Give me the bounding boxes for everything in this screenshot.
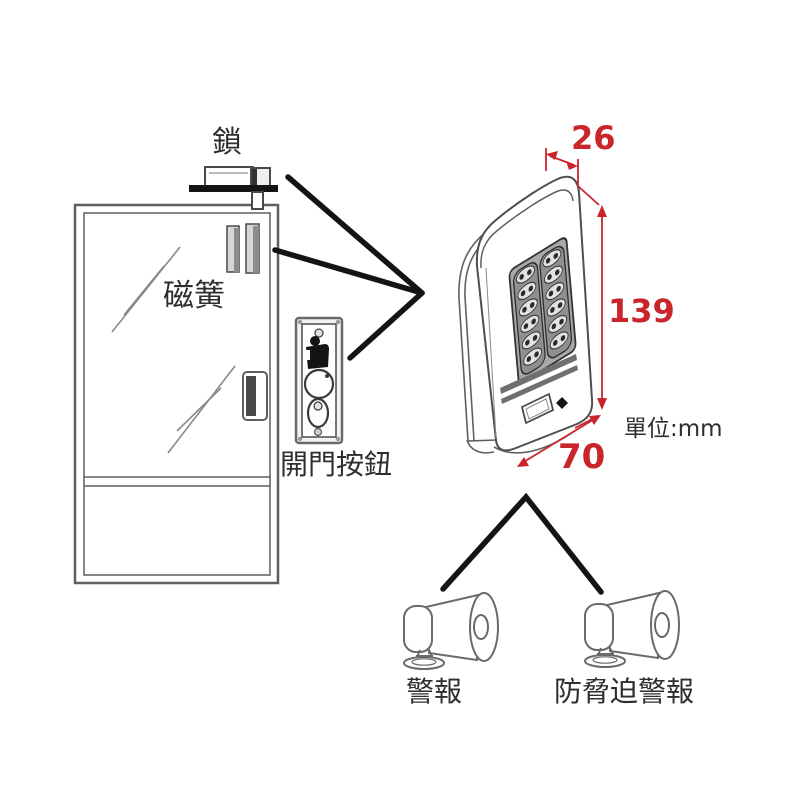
dimension-70-value: 70 xyxy=(558,437,606,477)
keypad-left-edge-line xyxy=(485,267,497,439)
keypad-device xyxy=(458,175,594,454)
exit-bottom-screw xyxy=(313,427,323,437)
lock-label: 鎖 xyxy=(212,125,242,160)
keypad-key-dots xyxy=(519,252,566,362)
lock-device xyxy=(189,166,278,210)
alarm-label: 警報 xyxy=(406,675,463,708)
exit-panel-screw-br xyxy=(335,436,341,442)
keypad-slot-inner xyxy=(525,398,550,420)
lock-strike-shade xyxy=(252,169,257,185)
connector-to-exit-button xyxy=(347,290,425,361)
door-inner-frame xyxy=(83,212,271,576)
exit-panel-screw-tr xyxy=(335,319,341,325)
duress-alarm-speaker xyxy=(584,590,680,668)
duress-alarm-label: 防脅迫警報 xyxy=(554,675,695,708)
exit-push-button-dot xyxy=(325,374,329,378)
door-drawing xyxy=(73,203,280,585)
exit-panel-screw-tl xyxy=(297,319,303,325)
keypad-top-inner-arc xyxy=(480,189,574,269)
exit-button-label: 開門按鈕 xyxy=(280,448,393,481)
glass-reflection-lower xyxy=(167,365,236,454)
keypad-stripe-2 xyxy=(501,365,578,404)
hand-press-icon xyxy=(306,336,329,369)
connector-lines xyxy=(272,174,604,595)
keypad-panel xyxy=(508,237,577,384)
keypad-stripe-1 xyxy=(500,354,577,394)
exit-key-oval-circle xyxy=(313,401,323,411)
lock-tab xyxy=(251,191,264,210)
connector-to-reed xyxy=(272,247,425,296)
door-handle xyxy=(242,371,268,421)
dimension-26-value: 26 xyxy=(571,119,616,157)
magnetic-reed-label: 磁簧 xyxy=(163,278,225,314)
unit-label: 單位:mm xyxy=(624,416,723,442)
keypad-slot xyxy=(520,392,555,425)
exit-button-panel xyxy=(294,316,344,445)
reed-bar-left-shade xyxy=(234,228,239,272)
connector-to-lock xyxy=(285,174,425,296)
dimension-lines xyxy=(517,148,607,467)
dimension-70 xyxy=(517,415,601,467)
exit-key-oval xyxy=(306,397,330,429)
glass-reflection-upper xyxy=(111,246,181,333)
dimension-26 xyxy=(545,148,600,206)
dimension-139 xyxy=(597,205,607,410)
reed-bar-right-shade xyxy=(253,226,259,273)
lock-mount-bar xyxy=(189,185,278,192)
magnetic-reed-switch xyxy=(226,223,260,274)
exit-panel-screw-bl xyxy=(297,436,303,442)
exit-top-circle xyxy=(314,328,324,338)
lock-body xyxy=(204,166,254,187)
dimension-139-value: 139 xyxy=(608,292,675,330)
alarm-speaker xyxy=(403,592,499,670)
keypad-indicator-dot xyxy=(556,397,568,409)
exit-push-button xyxy=(303,368,335,400)
connector-to-alarms xyxy=(440,492,604,595)
